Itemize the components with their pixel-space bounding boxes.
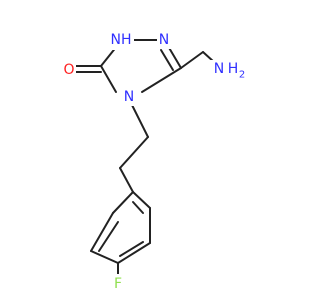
bond-c3-ch2 — [180, 51, 204, 69]
molecule-diagram: NH N O N N H 2 F — [62, 30, 246, 294]
bond-n4-c5 — [100, 65, 117, 93]
bond-ar-inner-2 — [119, 241, 144, 257]
bond-ch2b-ring — [119, 167, 134, 193]
bonds — [75, 39, 215, 277]
nh2-h-label: H — [228, 61, 239, 77]
bond-ar3-ar4 — [90, 250, 119, 264]
bond-ar-inner-1 — [98, 221, 119, 252]
n4-label: N — [124, 89, 134, 105]
bond-ch2a-ch2b — [119, 136, 149, 169]
nh-label: NH — [111, 32, 132, 48]
n-ring-label: N — [159, 32, 169, 48]
bond-n2-c3-double — [160, 49, 174, 71]
bond-n4-ch2a — [130, 102, 149, 138]
nh2-subscript: 2 — [239, 70, 245, 81]
oxygen-label: O — [63, 62, 74, 78]
bond-ar6-ar1 — [132, 191, 151, 209]
nh2-n-label: N — [214, 61, 224, 77]
bond-n2-c3 — [167, 45, 182, 69]
atom-labels: NH N O N N H 2 F — [62, 30, 246, 294]
bond-ar4-ar5 — [117, 242, 151, 264]
bond-ar1-ar2 — [112, 191, 134, 214]
bond-ar2-ar3 — [90, 212, 114, 252]
bond-ar-inner-3 — [132, 201, 144, 214]
fluorine-label: F — [114, 276, 122, 292]
bond-c3-n4 — [141, 67, 182, 93]
